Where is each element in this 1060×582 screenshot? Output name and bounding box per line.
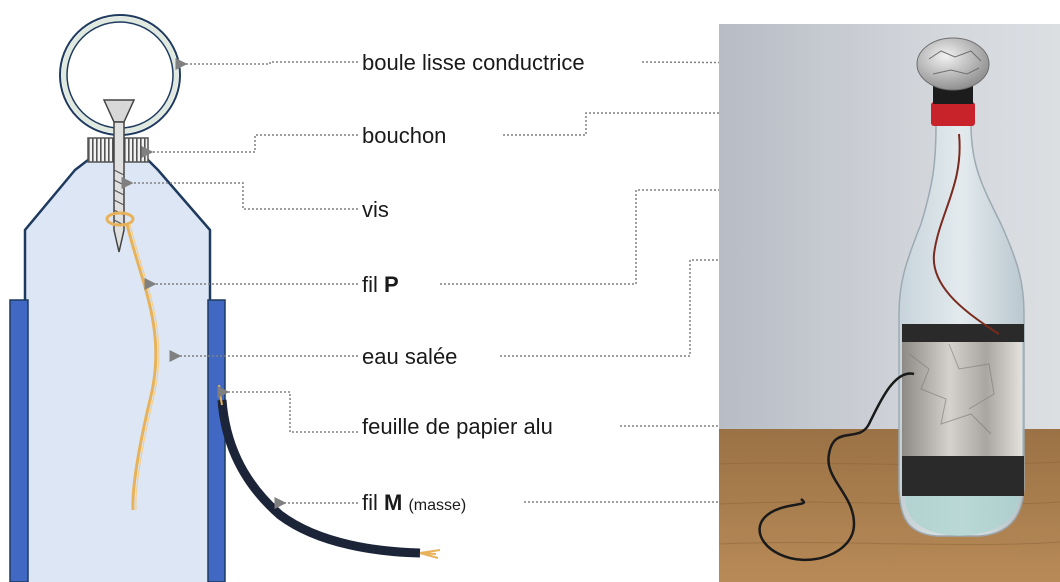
label-salt-water: eau salée — [362, 344, 458, 369]
pointer-cap — [141, 134, 358, 158]
foil-band-right — [207, 299, 226, 582]
rpointer-cap — [503, 107, 936, 136]
wire-p — [125, 223, 158, 511]
label-screw: vis — [362, 197, 389, 222]
label-foil: feuille de papier alu — [362, 414, 553, 439]
label-wire-m-prefix: fil — [362, 490, 384, 515]
photo-ground-wire — [758, 372, 915, 562]
label-wire-m: fil M (masse) — [362, 490, 466, 519]
photo-foil — [902, 339, 1022, 459]
label-wire-p-letter: P — [384, 272, 399, 297]
bottle-photo — [719, 24, 1060, 582]
photo-ball — [916, 37, 990, 91]
label-cap: bouchon — [362, 123, 447, 148]
label-wire-p: fil P — [362, 272, 399, 298]
pointer-screw — [121, 177, 358, 210]
rpointer-wire-p — [440, 184, 961, 285]
pointer-foil — [217, 386, 358, 433]
photo-tape-bottom — [902, 456, 1024, 496]
left-pointers — [121, 58, 358, 509]
label-wire-p-prefix: fil — [362, 272, 384, 297]
wire-m-core — [218, 384, 441, 559]
wire-p-ring — [105, 211, 135, 227]
photo-cap — [931, 102, 975, 126]
label-wire-m-note: (masse) — [408, 497, 467, 514]
label-wire-m-letter: M — [384, 490, 403, 515]
foil-band-left — [9, 299, 29, 582]
label-ball: boule lisse conductrice — [362, 50, 585, 75]
bottle-photo-svg — [719, 24, 1060, 582]
screw — [102, 99, 136, 253]
wire-m-cable — [217, 399, 421, 558]
pointer-ball — [175, 58, 358, 70]
photo-tape-top — [902, 324, 1024, 342]
